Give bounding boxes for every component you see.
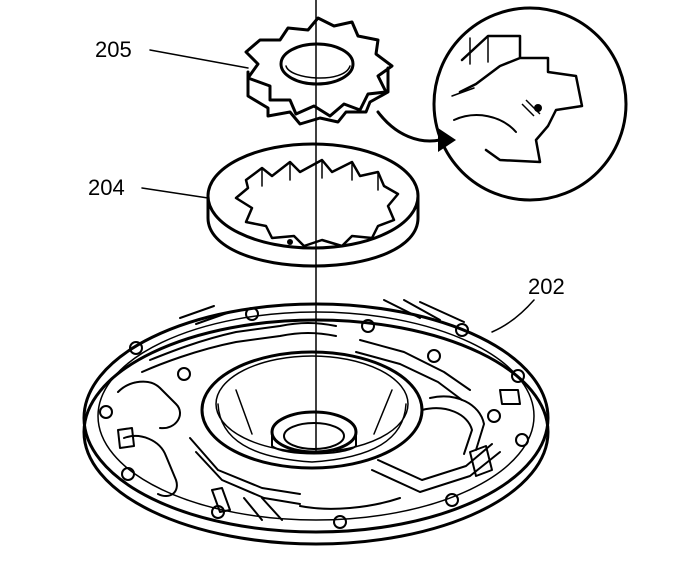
passage bbox=[195, 451, 301, 505]
center-boss bbox=[200, 350, 424, 470]
bolt-holes bbox=[99, 307, 529, 529]
bolt-hole bbox=[515, 433, 529, 447]
outer-gear-mark-dot bbox=[287, 239, 293, 245]
passage bbox=[117, 427, 135, 449]
outer-gear-side bbox=[206, 194, 420, 268]
leader-lines bbox=[141, 49, 535, 333]
passage bbox=[429, 395, 485, 451]
bolt-hole bbox=[333, 515, 347, 529]
boss-inner-edge bbox=[215, 355, 409, 453]
callout-label-204: 204 bbox=[88, 175, 125, 200]
bolt-hole bbox=[245, 307, 259, 321]
shaft-bore-wall bbox=[271, 431, 357, 455]
passage bbox=[243, 497, 283, 521]
inner-gear-side bbox=[246, 66, 390, 126]
bolt-hole bbox=[121, 467, 135, 481]
shaft-bore-inner bbox=[283, 422, 345, 450]
boss-wall bbox=[217, 403, 407, 463]
passage bbox=[383, 299, 465, 323]
bolt-hole bbox=[455, 323, 469, 337]
outer-gear-tooth-depth bbox=[261, 159, 379, 191]
bolt-hole bbox=[487, 409, 501, 423]
passage bbox=[359, 339, 471, 391]
leader-202 bbox=[491, 299, 535, 333]
passage bbox=[123, 435, 178, 498]
bolt-hole bbox=[511, 369, 525, 383]
passage bbox=[469, 445, 493, 477]
passage bbox=[377, 443, 493, 481]
passage bbox=[211, 487, 231, 513]
inner-gear-top-face bbox=[244, 16, 394, 118]
inner-gear-205 bbox=[244, 16, 394, 126]
bolt-hole bbox=[361, 319, 375, 333]
fluid-passages bbox=[117, 299, 521, 521]
pointer-arrow-shaft bbox=[376, 110, 442, 143]
detail-edges bbox=[451, 35, 489, 97]
detail-gear-close-up bbox=[458, 34, 584, 164]
bolt-hole bbox=[99, 405, 113, 419]
passage bbox=[179, 305, 231, 325]
passage bbox=[355, 351, 463, 401]
passage bbox=[371, 451, 501, 493]
bolt-hole bbox=[445, 493, 459, 507]
detail-mark-dot bbox=[534, 104, 542, 112]
detail-arc bbox=[453, 114, 517, 133]
passage bbox=[299, 497, 401, 510]
bolt-hole bbox=[427, 349, 441, 363]
pointer-arrow-head bbox=[438, 128, 456, 152]
detail-pointer-arrow bbox=[376, 110, 456, 152]
boss-ribs bbox=[235, 389, 393, 435]
detail-magnifier bbox=[432, 6, 628, 202]
passage bbox=[117, 380, 181, 430]
leader-204 bbox=[141, 187, 209, 199]
passage bbox=[421, 407, 473, 455]
inner-gear-bore-wall bbox=[285, 65, 351, 79]
detail-notch bbox=[521, 99, 541, 117]
passage bbox=[189, 437, 301, 495]
boss-outer-edge bbox=[200, 350, 424, 470]
outer-gear-top-face bbox=[206, 142, 420, 250]
detail-circle bbox=[432, 6, 628, 202]
outer-gear-204 bbox=[206, 142, 420, 268]
passage bbox=[499, 389, 521, 405]
bolt-hole bbox=[177, 367, 191, 381]
leader-205 bbox=[149, 49, 249, 69]
bolt-hole bbox=[129, 341, 143, 355]
callout-label-205: 205 bbox=[95, 37, 132, 62]
outer-gear-internal-teeth bbox=[234, 158, 400, 248]
inner-gear-hub-bore bbox=[279, 42, 355, 86]
callout-label-202: 202 bbox=[528, 274, 565, 299]
